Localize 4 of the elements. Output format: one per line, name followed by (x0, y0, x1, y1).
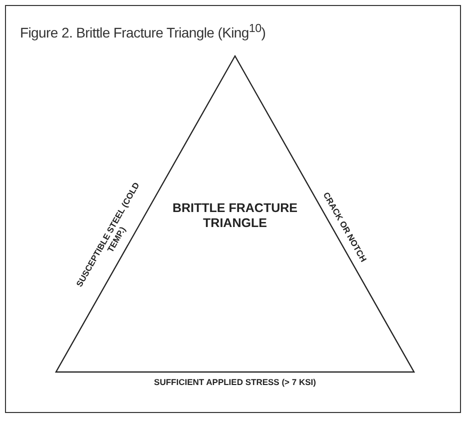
base-label: SUFFICIENT APPLIED STRESS (> 7 KSI) (153, 377, 317, 387)
figure-title: Figure 2. Brittle Fracture Triangle (King$^{10}$) (20, 22, 266, 41)
triangle-title: BRITTLE FRACTURE TRIANGLE (172, 201, 298, 231)
triangle-shape (55, 55, 415, 373)
